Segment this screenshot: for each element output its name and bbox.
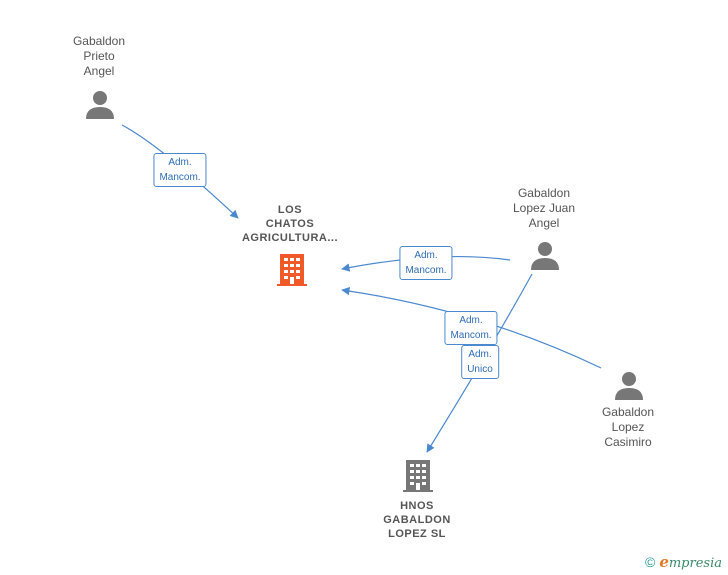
label-line: Angel	[528, 216, 560, 230]
label-line: GABALDON	[383, 514, 451, 526]
brand-footer[interactable]: © empresia	[645, 553, 722, 571]
badge-line: Mancom.	[159, 172, 201, 183]
person-icon[interactable]	[530, 240, 560, 275]
label-line: CHATOS	[265, 218, 315, 230]
person-icon[interactable]	[614, 370, 644, 405]
badge-line: Adm.	[468, 349, 492, 360]
building-icon[interactable]	[276, 253, 308, 292]
edge-badge-adm-mancom[interactable]: Adm. Mancom.	[153, 153, 207, 187]
node-label-gabaldon-lopez-juan[interactable]: Gabaldon Lopez Juan Angel	[513, 186, 575, 231]
badge-line: Unico	[467, 364, 493, 375]
node-label-gabaldon-lopez-casimiro[interactable]: Gabaldon Lopez Casimiro	[602, 405, 654, 450]
label-line: Casimiro	[604, 435, 652, 449]
brand-initial: e	[659, 553, 669, 571]
building-icon[interactable]	[402, 459, 434, 498]
node-label-gabaldon-prieto[interactable]: Gabaldon Prieto Angel	[73, 34, 125, 79]
brand-name: mpresia	[668, 556, 722, 571]
label-line: AGRICULTURA...	[241, 232, 339, 244]
label-line: Angel	[83, 64, 115, 78]
copyright-icon: ©	[644, 554, 656, 570]
label-line: Gabaldon	[517, 186, 571, 200]
badge-line: Adm.	[168, 157, 192, 168]
person-icon[interactable]	[85, 89, 115, 124]
badge-line: Adm.	[459, 315, 483, 326]
label-line: Gabaldon	[601, 405, 655, 419]
edge-badge-adm-mancom[interactable]: Adm. Mancom.	[444, 311, 498, 345]
label-line: LOS	[277, 204, 303, 216]
badge-line: Mancom.	[405, 265, 447, 276]
badge-line: Adm.	[414, 250, 438, 261]
edge-badge-adm-unico[interactable]: Adm. Unico	[461, 345, 499, 379]
label-line: LOPEZ SL	[388, 528, 446, 540]
badge-line: Mancom.	[450, 330, 492, 341]
label-line: Lopez	[611, 420, 645, 434]
edge-badge-adm-mancom[interactable]: Adm. Mancom.	[399, 246, 453, 280]
label-line: Prieto	[83, 49, 115, 63]
label-line: HNOS	[400, 500, 434, 512]
label-line: Gabaldon	[72, 34, 126, 48]
node-label-hnos-gabaldon[interactable]: HNOS GABALDON LOPEZ SL	[383, 499, 451, 541]
node-label-los-chatos[interactable]: LOS CHATOS AGRICULTURA...	[242, 203, 338, 245]
label-line: Lopez Juan	[512, 201, 576, 215]
brand-logo: empresia	[659, 553, 722, 571]
